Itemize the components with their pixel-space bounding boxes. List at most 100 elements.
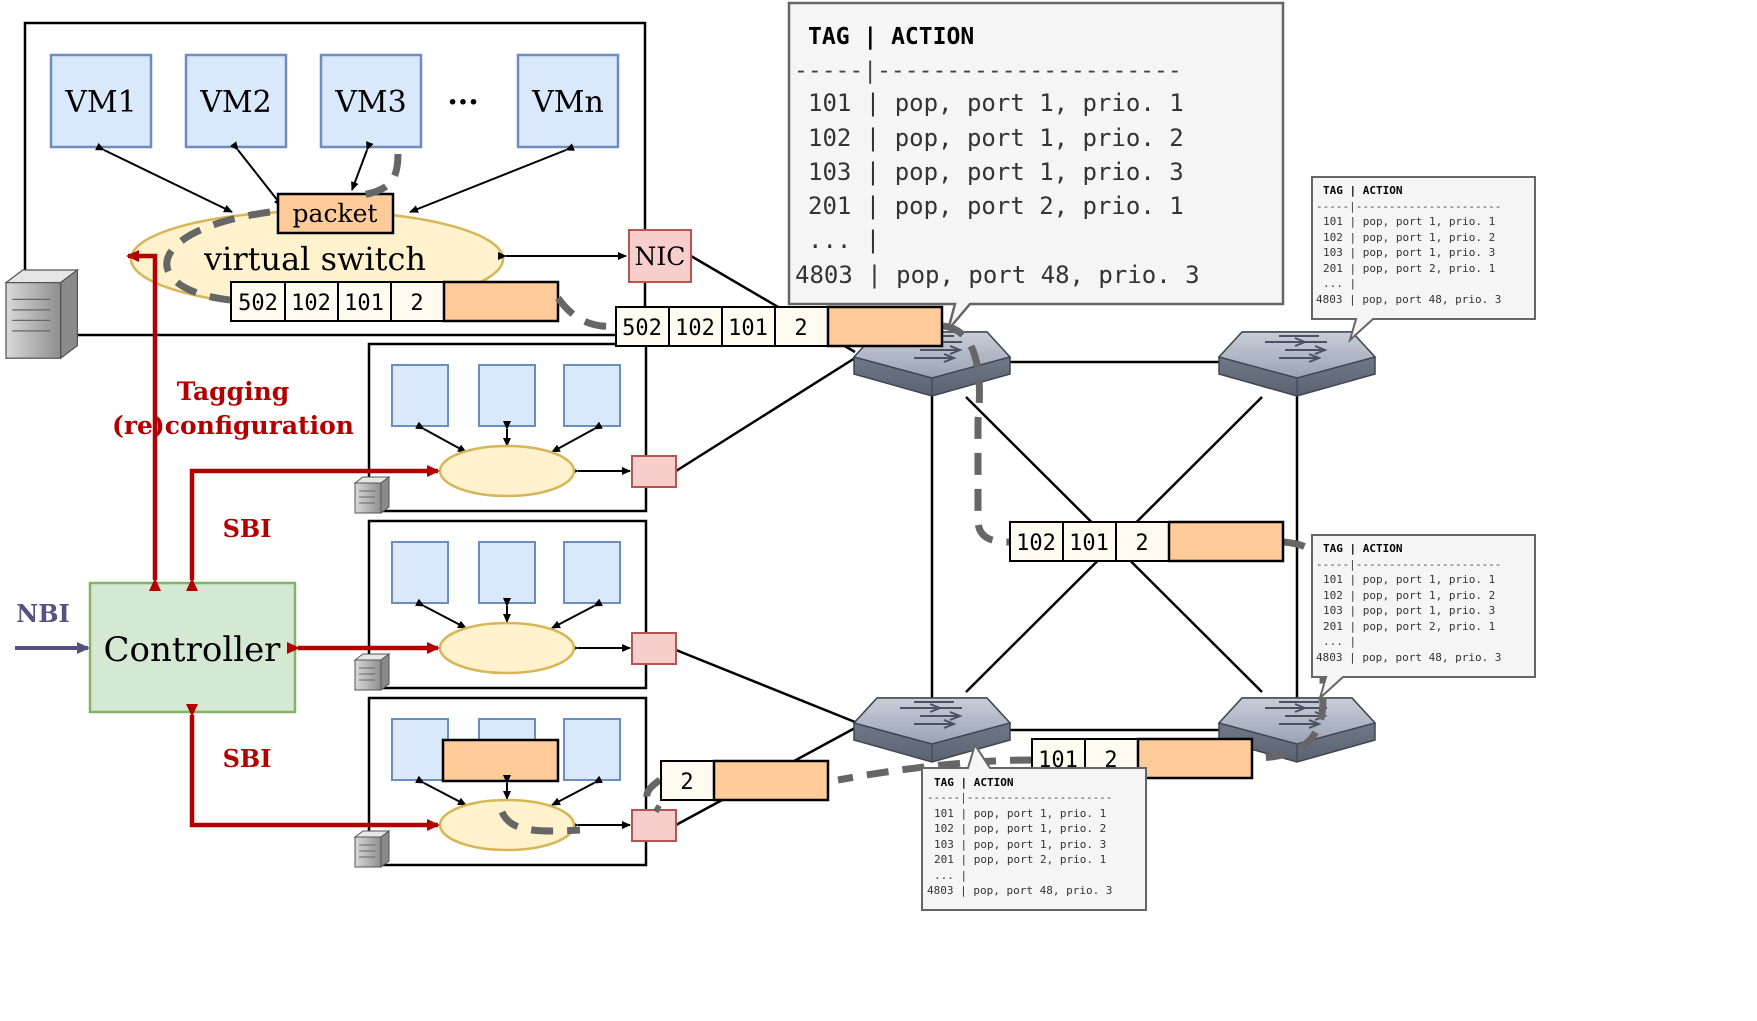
flow-table-row: ... | bbox=[808, 226, 880, 254]
tag-stack-last: 2 bbox=[660, 759, 830, 802]
tag-cell: 102 bbox=[1016, 531, 1056, 556]
flow-table-row: 103 | pop, port 1, prio. 3 bbox=[1323, 246, 1495, 259]
flow-table-row: 101 | pop, port 1, prio. 1 bbox=[934, 807, 1106, 820]
tag-cell: 2 bbox=[1135, 531, 1148, 556]
flow-table-small-top: TAG | ACTION -----|---------------------… bbox=[1311, 176, 1536, 344]
hosts bbox=[23, 21, 648, 867]
vmn-label: VMn bbox=[531, 85, 604, 120]
tag-cell: 2 bbox=[794, 316, 807, 341]
flow-table-separator: -----|---------------------- bbox=[794, 58, 1182, 84]
vm3-label: VM3 bbox=[334, 85, 406, 120]
controller-label: Controller bbox=[104, 630, 282, 670]
host-3 bbox=[354, 541, 677, 691]
flow-table-row: 101 | pop, port 1, prio. 1 bbox=[1323, 573, 1495, 586]
flow-table-small-right: TAG | ACTION -----|---------------------… bbox=[1311, 534, 1536, 702]
flow-table-row: 103 | pop, port 1, prio. 3 bbox=[808, 158, 1184, 186]
tagging-arrow-host2 bbox=[186, 465, 440, 591]
flow-table-large: TAG | ACTION -----|---------------------… bbox=[787, 1, 1285, 331]
flow-table-row: 102 | pop, port 1, prio. 2 bbox=[934, 822, 1106, 835]
flow-table-row: 103 | pop, port 1, prio. 3 bbox=[934, 838, 1106, 851]
server-2-icon bbox=[354, 476, 390, 514]
tagging-label-line1: Tagging bbox=[177, 377, 290, 406]
virtual-switch-3 bbox=[438, 621, 576, 675]
host-main-frame bbox=[23, 21, 647, 337]
server-4-icon bbox=[354, 830, 390, 868]
flow-table-separator: -----|---------------------- bbox=[1316, 200, 1501, 213]
tag-cell: 101 bbox=[1069, 531, 1109, 556]
host-4 bbox=[354, 718, 677, 868]
host-2 bbox=[354, 364, 677, 514]
flow-table-header: TAG | ACTION bbox=[1323, 542, 1402, 555]
controller-group: Controller NBI Tagging (re)configuration… bbox=[15, 250, 440, 831]
tag-cell: 502 bbox=[238, 291, 278, 316]
vmn-box bbox=[516, 53, 620, 149]
host-3-frame bbox=[367, 519, 648, 690]
vm2-label: VM2 bbox=[199, 85, 271, 120]
host-2-frame bbox=[367, 342, 648, 513]
server-3-icon bbox=[354, 653, 390, 691]
flow-table-row: 101 | pop, port 1, prio. 1 bbox=[808, 89, 1184, 117]
tagging-arrow-main bbox=[126, 250, 161, 591]
tag-stack-lower: 101 2 bbox=[1031, 737, 1254, 780]
flow-table-row: 4803 | pop, port 48, prio. 3 bbox=[927, 884, 1112, 897]
tag-cell: 101 bbox=[728, 316, 768, 341]
flow-table-separator: -----|---------------------- bbox=[1316, 558, 1501, 571]
packet-box bbox=[276, 192, 395, 235]
flow-table-header: TAG | ACTION bbox=[1323, 184, 1402, 197]
flow-table-row: ... | bbox=[1323, 277, 1356, 290]
flow-table-row: 201 | pop, port 2, prio. 1 bbox=[1323, 620, 1495, 633]
tag-stack-host-to-switch: 502 102 101 2 bbox=[615, 305, 944, 348]
tag-cell: 102 bbox=[291, 291, 331, 316]
nic-box bbox=[628, 229, 692, 283]
tag-cell: 102 bbox=[675, 316, 715, 341]
sbi-label-upper: SBI bbox=[223, 514, 272, 543]
flow-table-row: ... | bbox=[934, 869, 967, 882]
link-host2 bbox=[675, 356, 856, 473]
flow-table-row: 102 | pop, port 1, prio. 2 bbox=[1323, 589, 1495, 602]
sbi-label-lower: SBI bbox=[223, 744, 272, 773]
nic-4 bbox=[631, 809, 677, 842]
flow-table-header: TAG | ACTION bbox=[808, 24, 974, 50]
server-main-icon bbox=[4, 268, 80, 360]
flow-table-row: 201 | pop, port 2, prio. 1 bbox=[1323, 262, 1495, 275]
packet-host-4 bbox=[441, 738, 560, 783]
tag-stack-in-host: 502 102 101 2 bbox=[230, 280, 560, 323]
tag-cell: 502 bbox=[622, 316, 662, 341]
nic-label: NIC bbox=[635, 242, 686, 271]
flow-table-small-bottom: TAG | ACTION -----|---------------------… bbox=[921, 742, 1147, 911]
flow-table-row: ... | bbox=[1323, 635, 1356, 648]
tag-cell: 2 bbox=[410, 291, 423, 316]
sbi-arrow-host4 bbox=[186, 704, 440, 831]
flow-table-separator: -----|---------------------- bbox=[927, 791, 1112, 804]
main-host: VM1 VM2 VM3 ··· VMn virtual switch packe… bbox=[4, 53, 692, 360]
flow-table-row: 103 | pop, port 1, prio. 3 bbox=[1323, 604, 1495, 617]
flow-table-row: 102 | pop, port 1, prio. 2 bbox=[1323, 231, 1495, 244]
tag-cell: 101 bbox=[344, 291, 384, 316]
flow-table-header: TAG | ACTION bbox=[934, 776, 1013, 789]
switch-top-right-icon bbox=[1218, 331, 1376, 397]
tag-cell: 2 bbox=[680, 770, 693, 795]
vm3-box bbox=[319, 53, 423, 149]
vm1-label: VM1 bbox=[64, 85, 136, 120]
flow-table-row: 201 | pop, port 2, prio. 1 bbox=[808, 192, 1184, 220]
vm2-box bbox=[184, 53, 288, 149]
flow-table-row: 4803 | pop, port 48, prio. 3 bbox=[795, 261, 1200, 289]
tag-stack-mid: 102 101 2 bbox=[1009, 520, 1285, 563]
flow-table-row: 201 | pop, port 2, prio. 1 bbox=[934, 853, 1106, 866]
vm-ellipsis: ··· bbox=[447, 85, 478, 120]
flow-table-row: 4803 | pop, port 48, prio. 3 bbox=[1316, 293, 1501, 306]
flow-table-row: 102 | pop, port 1, prio. 2 bbox=[808, 124, 1184, 152]
vm1-box bbox=[49, 53, 153, 149]
switch-bottom-left-icon bbox=[853, 697, 1011, 763]
nbi-label: NBI bbox=[16, 599, 69, 628]
nic-2 bbox=[631, 455, 677, 488]
flow-table-row: 4803 | pop, port 48, prio. 3 bbox=[1316, 651, 1501, 664]
tagging-label-line2: (re)configuration bbox=[112, 411, 354, 440]
nic-3 bbox=[631, 632, 677, 665]
tag-cell: 2 bbox=[1104, 748, 1117, 773]
virtual-switch-4 bbox=[438, 798, 576, 852]
virtual-switch-label: virtual switch bbox=[203, 240, 426, 278]
virtual-switch-2 bbox=[438, 444, 576, 498]
packet-label: packet bbox=[293, 199, 378, 228]
